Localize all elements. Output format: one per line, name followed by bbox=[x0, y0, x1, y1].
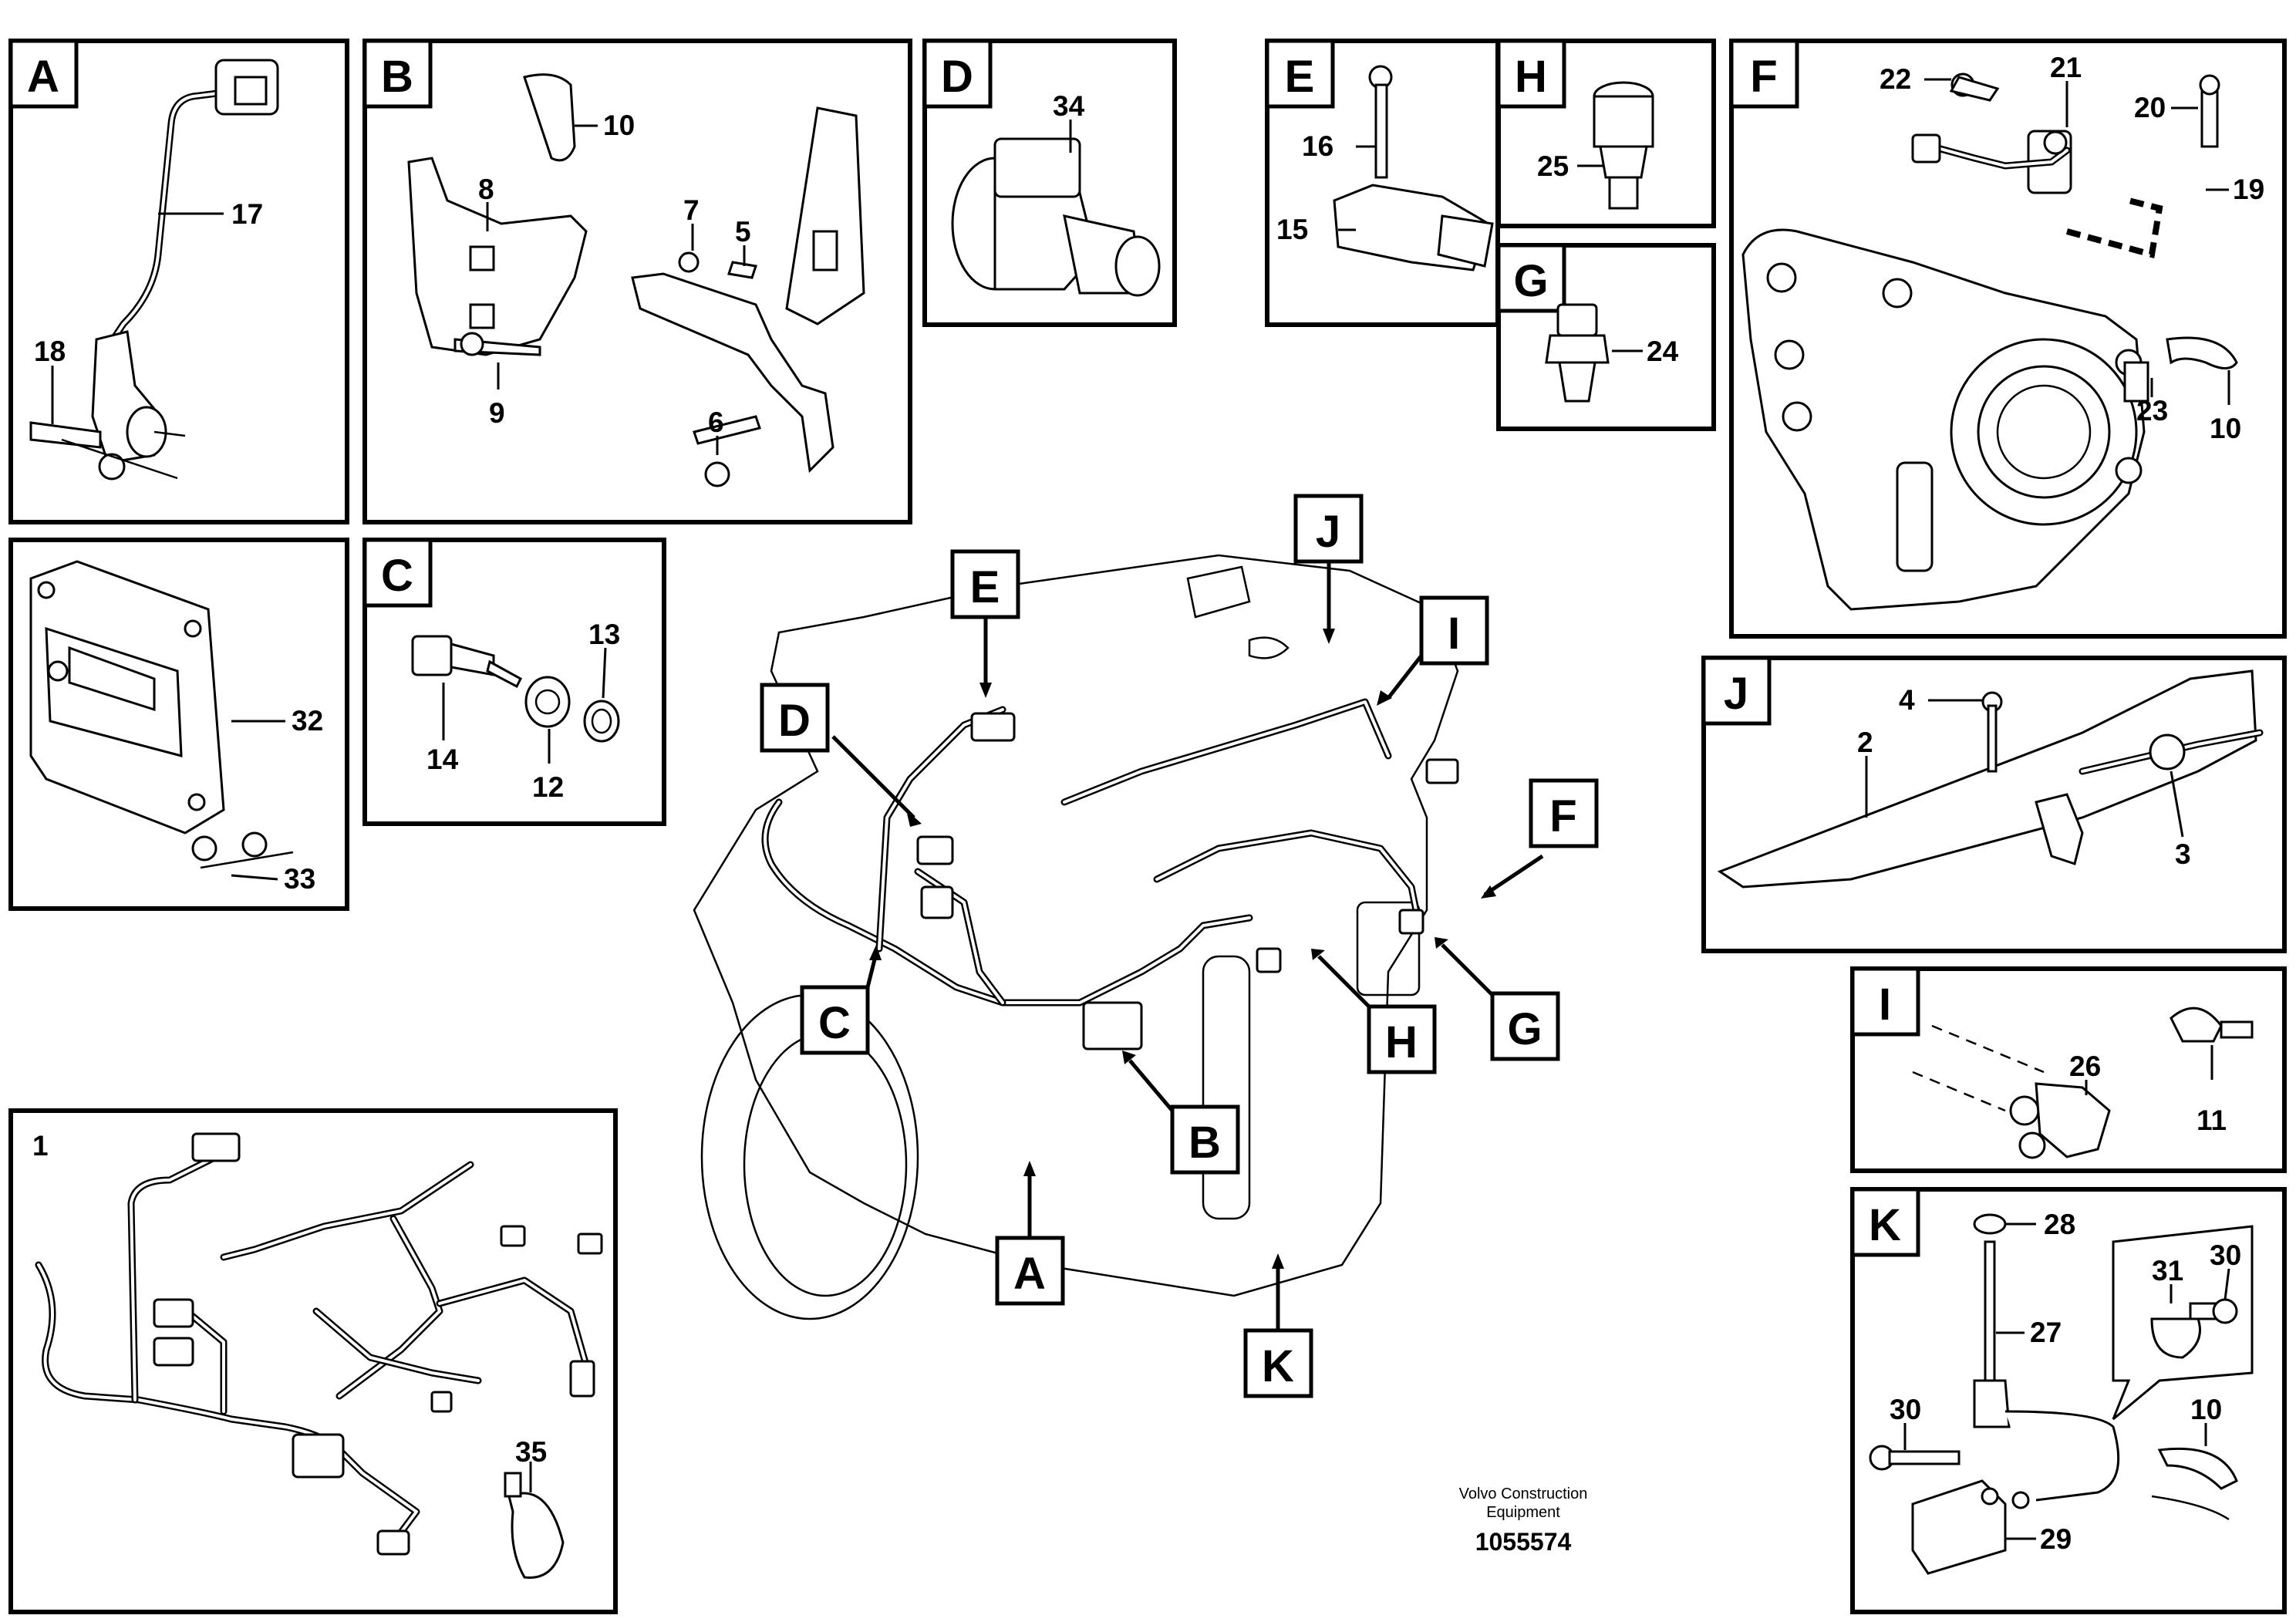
panel-b: B 10 8 7 5 9 6 bbox=[362, 39, 912, 524]
panel-e-letter: E bbox=[1285, 52, 1315, 102]
callout-7: 7 bbox=[683, 194, 700, 226]
panel-e: E 16 15 bbox=[1265, 39, 1500, 327]
engine-tag-e: E bbox=[970, 562, 1000, 612]
callout-2: 2 bbox=[1857, 727, 1873, 758]
panel-i: I 26 11 bbox=[1850, 966, 2287, 1173]
engine-callout-tags: E J I D F C H G bbox=[760, 494, 1599, 1398]
callout-34: 34 bbox=[1053, 90, 1085, 122]
callout-8: 8 bbox=[478, 174, 494, 205]
callout-30-top: 30 bbox=[2210, 1239, 2241, 1271]
bracket-illustration bbox=[407, 73, 865, 487]
solenoid-illustration bbox=[951, 137, 1161, 297]
speed-sensor-illustration bbox=[1912, 1007, 2254, 1159]
callout-21: 21 bbox=[2050, 52, 2082, 83]
wiring-harness-illustration bbox=[35, 1132, 603, 1579]
engine-tag-b: B bbox=[1188, 1118, 1221, 1168]
callout-16: 16 bbox=[1302, 130, 1333, 162]
callout-6: 6 bbox=[708, 406, 724, 438]
panel-a: A 17 18 bbox=[8, 39, 349, 524]
panel-j-letter: J bbox=[1724, 669, 1748, 719]
callout-35: 35 bbox=[515, 1436, 547, 1468]
drawing-number: 1055574 bbox=[1475, 1528, 1572, 1556]
callout-29: 29 bbox=[2040, 1523, 2072, 1555]
engine-tag-h: H bbox=[1385, 1017, 1418, 1067]
callout-17: 17 bbox=[231, 198, 263, 230]
callout-20: 20 bbox=[2134, 92, 2166, 123]
crankshaft-sensor-illustration bbox=[29, 59, 279, 481]
engine-tag-g: G bbox=[1507, 1004, 1542, 1054]
engine-tag-d: D bbox=[778, 696, 811, 746]
callout-10-b: 10 bbox=[603, 110, 635, 141]
panel-harness: 1 bbox=[8, 1108, 618, 1614]
engine-illustration bbox=[693, 554, 1459, 1320]
callout-13: 13 bbox=[588, 619, 620, 650]
oil-level-sensor-illustration bbox=[1869, 1213, 2254, 1575]
engine-tag-f: F bbox=[1549, 791, 1576, 841]
callout-23: 23 bbox=[2136, 395, 2168, 427]
callout-30-bottom: 30 bbox=[1890, 1394, 1921, 1425]
callout-3: 3 bbox=[2175, 838, 2191, 870]
callout-5: 5 bbox=[735, 216, 751, 248]
harness-bracket-illustration bbox=[1717, 669, 2264, 889]
panel-i-letter: I bbox=[1879, 980, 1891, 1030]
callout-9: 9 bbox=[489, 397, 505, 429]
panel-f-letter: F bbox=[1750, 52, 1777, 102]
timing-cover-illustration bbox=[1741, 73, 2238, 611]
panel-f: F 22 bbox=[1729, 39, 2287, 639]
panel-h: H 25 bbox=[1496, 39, 1716, 228]
company-name-line2: Equipment bbox=[1486, 1504, 1560, 1521]
callout-22: 22 bbox=[1880, 63, 1911, 95]
callout-19: 19 bbox=[2233, 174, 2264, 205]
callout-11: 11 bbox=[2197, 1104, 2227, 1136]
engine-tag-j: J bbox=[1316, 507, 1340, 557]
callout-27: 27 bbox=[2030, 1317, 2062, 1348]
engine-tag-c: C bbox=[818, 998, 851, 1048]
panel-ecu: 32 33 bbox=[8, 538, 349, 911]
panel-g: G 24 bbox=[1496, 243, 1716, 431]
callout-28: 28 bbox=[2044, 1209, 2075, 1240]
footer-credit: Volvo Construction Equipment 1055574 bbox=[1459, 1485, 1588, 1556]
panel-j: J 4 2 3 bbox=[1701, 656, 2287, 953]
callout-26: 26 bbox=[2069, 1050, 2101, 1082]
panel-c: C 14 12 13 bbox=[362, 538, 666, 826]
callout-10-f: 10 bbox=[2210, 413, 2241, 444]
callout-10-k: 10 bbox=[2190, 1394, 2222, 1425]
company-name-line1: Volvo Construction bbox=[1459, 1485, 1588, 1502]
map-sensor-illustration bbox=[1333, 65, 1494, 271]
pressure-sensor-illustration bbox=[1593, 81, 1654, 210]
callout-25: 25 bbox=[1537, 150, 1569, 182]
panel-b-letter: B bbox=[381, 52, 413, 102]
callout-12: 12 bbox=[532, 771, 564, 803]
ecu-illustration bbox=[29, 560, 294, 869]
panel-g-letter: G bbox=[1513, 256, 1548, 306]
panel-a-letter: A bbox=[27, 52, 59, 102]
panel-d: D 34 bbox=[922, 39, 1177, 327]
callout-14: 14 bbox=[426, 744, 459, 775]
callout-24: 24 bbox=[1647, 336, 1679, 367]
temp-sender-illustration bbox=[411, 635, 620, 743]
panel-k-letter: K bbox=[1869, 1200, 1901, 1250]
callout-32: 32 bbox=[292, 705, 323, 737]
engine-tag-a: A bbox=[1013, 1249, 1046, 1299]
engine-tag-k: K bbox=[1262, 1341, 1294, 1391]
engine-tag-i: I bbox=[1448, 609, 1460, 659]
panel-h-letter: H bbox=[1515, 52, 1547, 102]
temp-sensor-illustration bbox=[1545, 303, 1610, 403]
panel-k: K 28 31 30 27 30 10 29 bbox=[1850, 1187, 2287, 1614]
panel-harness-number: 1 bbox=[32, 1130, 49, 1162]
callout-31: 31 bbox=[2152, 1255, 2183, 1286]
panel-c-letter: C bbox=[381, 551, 413, 601]
callout-18: 18 bbox=[34, 336, 66, 367]
callout-33: 33 bbox=[284, 863, 315, 895]
callout-4: 4 bbox=[1899, 684, 1915, 716]
panel-d-letter: D bbox=[941, 52, 973, 102]
callout-15: 15 bbox=[1276, 214, 1308, 245]
